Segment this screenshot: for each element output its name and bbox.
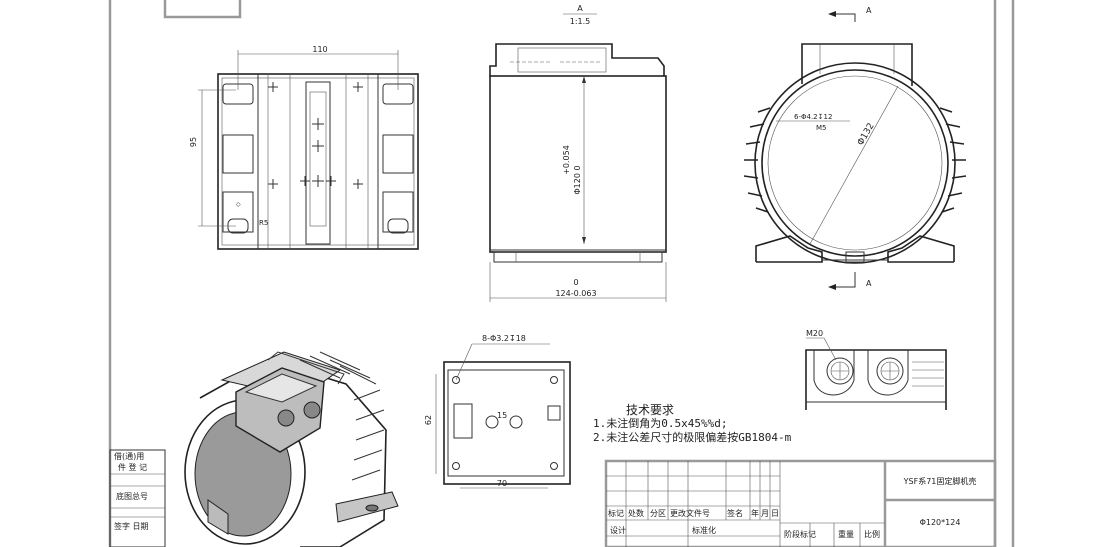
dim-radius: R5 bbox=[259, 219, 268, 227]
left-records-block: 借(通)用 件 登 记 底图总号 签字 日期 bbox=[109, 449, 166, 547]
scale-label: A 1:1.5 bbox=[563, 4, 597, 26]
tb-h5: 年 bbox=[751, 508, 759, 518]
tech-notes-line1: 1.未注倒角为0.5x45%%d; bbox=[593, 417, 728, 430]
dim-top-width: 110 bbox=[312, 45, 327, 54]
dim-front-thread: M5 bbox=[816, 124, 827, 132]
tb-h6: 月 bbox=[761, 509, 769, 518]
dim-box-hole-gap: 15 bbox=[497, 411, 507, 420]
dim-diameter-nom: Φ120 0 bbox=[573, 165, 582, 194]
isometric-view bbox=[184, 351, 399, 547]
dim-length-lower: 124-0.063 bbox=[555, 289, 596, 298]
tb-h1: 处数 bbox=[628, 508, 644, 518]
tb-ratio: 比例 bbox=[864, 529, 880, 539]
top-view: 110 95 R5 ◇ bbox=[189, 45, 419, 250]
section-arrow-bottom: A bbox=[828, 272, 872, 290]
dim-box-holes: 8-Φ3.2↧18 bbox=[482, 334, 526, 343]
section-arrow-top: A bbox=[828, 6, 872, 22]
dim-length-upper: 0 bbox=[573, 278, 578, 287]
tb-part-name: YSF系71固定脚机壳 bbox=[903, 476, 977, 486]
title-block: 标记 处数 分区 更改文件号 签名 年 月 日 设计 标准化 阶段标记 重量 比… bbox=[604, 459, 997, 547]
tb-h3: 更改文件号 bbox=[670, 508, 710, 518]
tb-weight: 重量 bbox=[838, 529, 854, 539]
left-block-row3: 底图总号 bbox=[116, 491, 148, 501]
tb-h2: 分区 bbox=[650, 509, 666, 518]
scale-text: 1:1.5 bbox=[570, 17, 591, 26]
dim-thread-m20: M20 bbox=[806, 329, 823, 338]
left-block-row4: 签字 日期 bbox=[114, 521, 149, 531]
dim-top-height: 95 bbox=[189, 137, 198, 147]
terminal-box-view: 8-Φ3.2↧18 62 70 15 bbox=[424, 334, 571, 489]
tb-design: 设计 bbox=[610, 525, 626, 535]
front-view: Φ132 6-Φ4.2↧12 M5 bbox=[743, 43, 967, 264]
tb-spec: Φ120*124 bbox=[920, 518, 961, 527]
section-letter-scale: A bbox=[577, 4, 583, 13]
tb-stage: 阶段标记 bbox=[784, 529, 816, 539]
section-view-m20: M20 bbox=[805, 329, 947, 410]
tech-notes-line2: 2.未注公差尺寸的极限偏差按GB1804-m bbox=[593, 431, 792, 444]
section-letter-top: A bbox=[866, 6, 872, 15]
dim-outer-diameter: Φ132 bbox=[856, 121, 877, 147]
section-letter-bottom: A bbox=[866, 279, 872, 288]
tb-h7: 日 bbox=[771, 509, 779, 518]
side-view: +0.054 Φ120 0 0 124-0.063 bbox=[489, 43, 667, 302]
tb-standardize: 标准化 bbox=[692, 525, 716, 535]
left-block-row2: 件 登 记 bbox=[118, 462, 147, 472]
tb-h0: 标记 bbox=[608, 508, 624, 518]
tech-notes-title: 技术要求 bbox=[626, 403, 675, 417]
tb-h4: 签名 bbox=[727, 508, 743, 518]
dim-front-holes: 6-Φ4.2↧12 bbox=[794, 113, 832, 121]
left-block-row1: 借(通)用 bbox=[114, 451, 144, 461]
dim-small-mark: ◇ bbox=[236, 201, 241, 208]
dim-diameter-tol: +0.054 bbox=[562, 145, 571, 175]
dim-box-height: 62 bbox=[424, 415, 433, 425]
dim-box-width: 70 bbox=[497, 479, 507, 488]
